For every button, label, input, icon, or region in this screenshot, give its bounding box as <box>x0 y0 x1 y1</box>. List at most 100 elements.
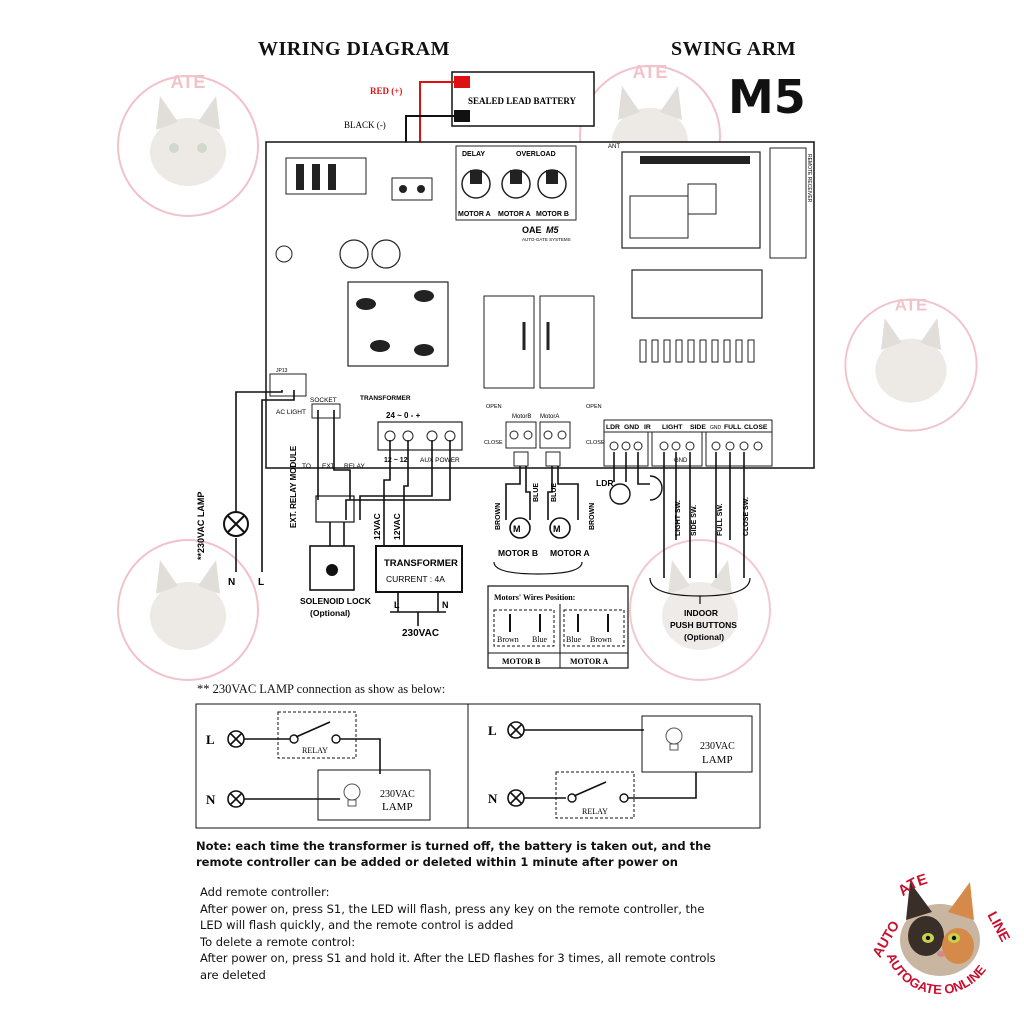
battery-black-label: BLACK (-) <box>344 120 386 130</box>
transformer-pins: 24 ~ 0 - + <box>386 411 421 420</box>
input-gnd-2: GND <box>710 425 722 431</box>
ac-light-label: AC LIGHT <box>276 409 306 416</box>
lamp-connection-note: ** 230VAC LAMP connection as show as bel… <box>197 682 446 696</box>
push-optional-label: (Optional) <box>684 632 724 642</box>
watermark-stamp-4 <box>117 539 259 681</box>
transformer-box <box>375 545 463 593</box>
to-label: TO <box>302 463 311 470</box>
battery-red-label: RED (+) <box>370 86 402 96</box>
board-brand: OAE <box>522 225 542 235</box>
instruction-line: LED will flash quickly, and the remote c… <box>200 918 514 932</box>
ext-relay-label: EXT. RELAY MODULE <box>289 445 298 528</box>
stamp-text-right: LINE <box>985 909 1014 945</box>
input-light: LIGHT <box>662 424 683 431</box>
lamp-l-label: L <box>258 577 264 588</box>
motor-wires-a-label: MOTOR A <box>570 657 609 666</box>
lamp-symbol <box>223 511 249 537</box>
control-board: DELAY OVERLOAD MOTOR A MOTOR A MOTOR B O… <box>265 141 815 470</box>
mains-label: 230VAC <box>402 628 439 639</box>
battery-label: SEALED LEAD BATTERY <box>468 96 577 106</box>
ext-label: EXT <box>322 463 335 470</box>
switch-light: LIGHT SW. <box>675 500 682 536</box>
right-n-label: N <box>488 791 498 806</box>
close-label-b: CLOSE <box>484 440 503 446</box>
watermark-stamp-3: ATE <box>844 296 978 432</box>
left-lamp-v: 230VAC <box>380 789 415 800</box>
input-full: FULL <box>724 424 741 431</box>
model-label: M5 <box>728 70 806 124</box>
trimmer-motor-label-2: MOTOR A <box>498 211 531 218</box>
relay-label: RELAY <box>344 463 365 470</box>
wire-blue-a: BLUE <box>551 483 558 502</box>
watermark-stamp-1: ATE <box>117 72 259 217</box>
motor-b-term: MotorB <box>512 414 531 420</box>
trimmer-label-delay: DELAY <box>462 151 485 158</box>
socket-label: SOCKET <box>310 397 337 404</box>
remote-instructions: Add remote controller: After power on, p… <box>200 884 760 983</box>
battery: SEALED LEAD BATTERY RED (+) BLACK (-) <box>344 71 595 178</box>
wire-brown-a: BROWN <box>589 503 596 530</box>
lamp-label: **230VAC LAMP <box>196 492 206 560</box>
left-relay-label: RELAY <box>302 746 328 755</box>
solenoid-label: SOLENOID LOCK <box>300 596 372 606</box>
left-lamp: LAMP <box>382 801 413 813</box>
instruction-line: After power on, press S1, the LED will f… <box>200 901 705 916</box>
ldr-label: LDR <box>596 478 613 488</box>
external-wiring <box>235 390 751 626</box>
motor-a-term: MotorA <box>540 414 559 420</box>
instruction-line: are deleted <box>200 967 266 982</box>
input-gnd: GND <box>624 424 639 431</box>
cat-logo-icon <box>844 298 978 432</box>
right-relay-label: RELAY <box>582 807 608 816</box>
trimmer-motor-label-1: MOTOR A <box>458 211 491 218</box>
motor-b-symbol <box>509 517 531 539</box>
bulb-icon <box>343 783 361 807</box>
antenna-label: ANT <box>608 144 620 150</box>
aux-power-label: AUX POWER <box>420 457 460 464</box>
mains-n: N <box>442 600 449 610</box>
motor-wires-b-label: MOTOR B <box>502 657 541 666</box>
motor-a-wire-left: Blue <box>566 635 582 644</box>
push-buttons-label: PUSH BUTTONS <box>670 620 737 630</box>
transformer-title: TRANSFORMER <box>384 558 458 569</box>
instruction-line: To delete a remote control: <box>200 934 356 949</box>
mains-l: L <box>394 600 400 610</box>
open-label-b: OPEN <box>486 404 502 410</box>
note-text: Note: each time the transformer is turne… <box>196 839 712 869</box>
cat-logo-icon <box>117 539 259 681</box>
bulb-icon <box>665 727 683 751</box>
motor-a-wire-right: Brown <box>590 635 612 644</box>
product-title: SWING ARM <box>671 38 797 60</box>
board-model: M5 <box>546 225 559 235</box>
brand-stamp: ATE AUTO LINE AUTOGATE ONLINE <box>869 871 1014 998</box>
input-side: SIDE <box>690 424 706 431</box>
input-close: CLOSE <box>744 424 768 431</box>
switch-full: FULL SW. <box>717 503 724 536</box>
input-ir: IR <box>644 424 651 431</box>
svg-text:M: M <box>553 524 561 534</box>
diagram-title: WIRING DIAGRAM <box>258 38 450 60</box>
trimmer-label-overload: OVERLOAD <box>516 151 556 158</box>
motor-a-label: MOTOR A <box>550 548 590 558</box>
motor-wires-position-box: Motors' Wires Position: Brown Blue Blue … <box>487 585 629 669</box>
motor-wires-title: Motors' Wires Position: <box>494 593 575 602</box>
watermark-stamp-5 <box>629 539 771 681</box>
motor-b-label: MOTOR B <box>498 548 538 558</box>
switch-side: SIDE SW. <box>691 505 698 536</box>
remote-receiver-label: REMOTE RECEIVER <box>806 154 812 203</box>
lamp-n-label: N <box>228 577 235 588</box>
right-lamp: LAMP <box>702 754 733 766</box>
svg-text:JP13: JP13 <box>276 368 288 374</box>
switch-close: CLOSE SW. <box>743 497 750 536</box>
wire-blue-b: BLUE <box>533 483 540 502</box>
vac-label-2: 12VAC <box>392 513 402 540</box>
motor-b-wire-left: Brown <box>497 635 519 644</box>
left-n-label: N <box>206 792 216 807</box>
cat-logo-icon <box>900 882 980 976</box>
left-l-label: L <box>206 732 215 747</box>
indoor-label: INDOOR <box>684 608 718 618</box>
watermark-text: ATE <box>633 62 668 82</box>
transformer-terminal-label: TRANSFORMER <box>360 395 411 402</box>
cat-logo-icon <box>629 539 771 681</box>
